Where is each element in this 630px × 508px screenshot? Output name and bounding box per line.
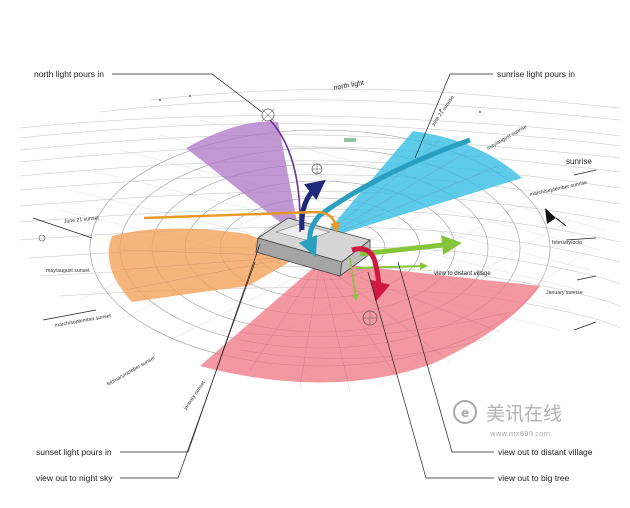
sector-north-light: [186, 121, 300, 238]
callout-sunrise-light-pours-in: sunrise light pours in: [497, 69, 575, 79]
label-may-august-sunset: may/august sunset: [46, 268, 90, 274]
callout-sunset-light-pours-in: sunset light pours in: [36, 447, 112, 457]
watermark-url: www.mx699.com: [490, 430, 550, 438]
north-arrow-icon: [38, 208, 567, 242]
label-june21-sunrise: june 21 sunrise: [430, 95, 456, 128]
callout-view-out-to-distant-village: view out to distant village: [498, 447, 593, 457]
svg-text:e: e: [461, 406, 469, 420]
callout-view-out-to-big-tree: view out to big tree: [498, 473, 570, 483]
callout-leaders: [32, 73, 597, 479]
compass-icon: [261, 108, 378, 326]
watermark: e 美讯在线 www.mx699.com: [453, 400, 562, 438]
callout-view-out-to-night-sky: view out to night sky: [36, 473, 113, 483]
arrow-navy: [299, 179, 326, 231]
label-sunrise: sunrise: [566, 157, 592, 166]
sector-sunrise: [320, 131, 522, 240]
label-view-to-distant-village: view to distant village: [434, 271, 491, 277]
label-north-light: north light: [333, 80, 365, 92]
arrow-view-village-green: [355, 235, 462, 271]
label-january-sunrise: January sunrise: [546, 290, 583, 296]
sector-sunset: [108, 228, 301, 302]
survey-marks: [159, 95, 481, 142]
watermark-brand: 美讯在线: [486, 403, 562, 425]
arrow-sunset-orange: [143, 210, 341, 234]
label-march-september-sunset: march/september sunset: [54, 313, 112, 329]
arrow-view-tree-red: [349, 246, 391, 302]
label-march-september-sunrise: march/september sunrise: [529, 180, 588, 198]
sector-grid-lines: [119, 139, 511, 393]
label-june21-sunset: June 21 sunset: [64, 215, 100, 225]
arrow-sunrise-teal: [298, 137, 471, 258]
label-february-october-sunset: february/october sunset: [106, 355, 157, 388]
callout-north-light-pours-in: north light pours in: [34, 69, 104, 79]
label-february-october: february/octo: [552, 240, 582, 246]
callouts: north light pours in sunrise light pours…: [34, 69, 593, 483]
